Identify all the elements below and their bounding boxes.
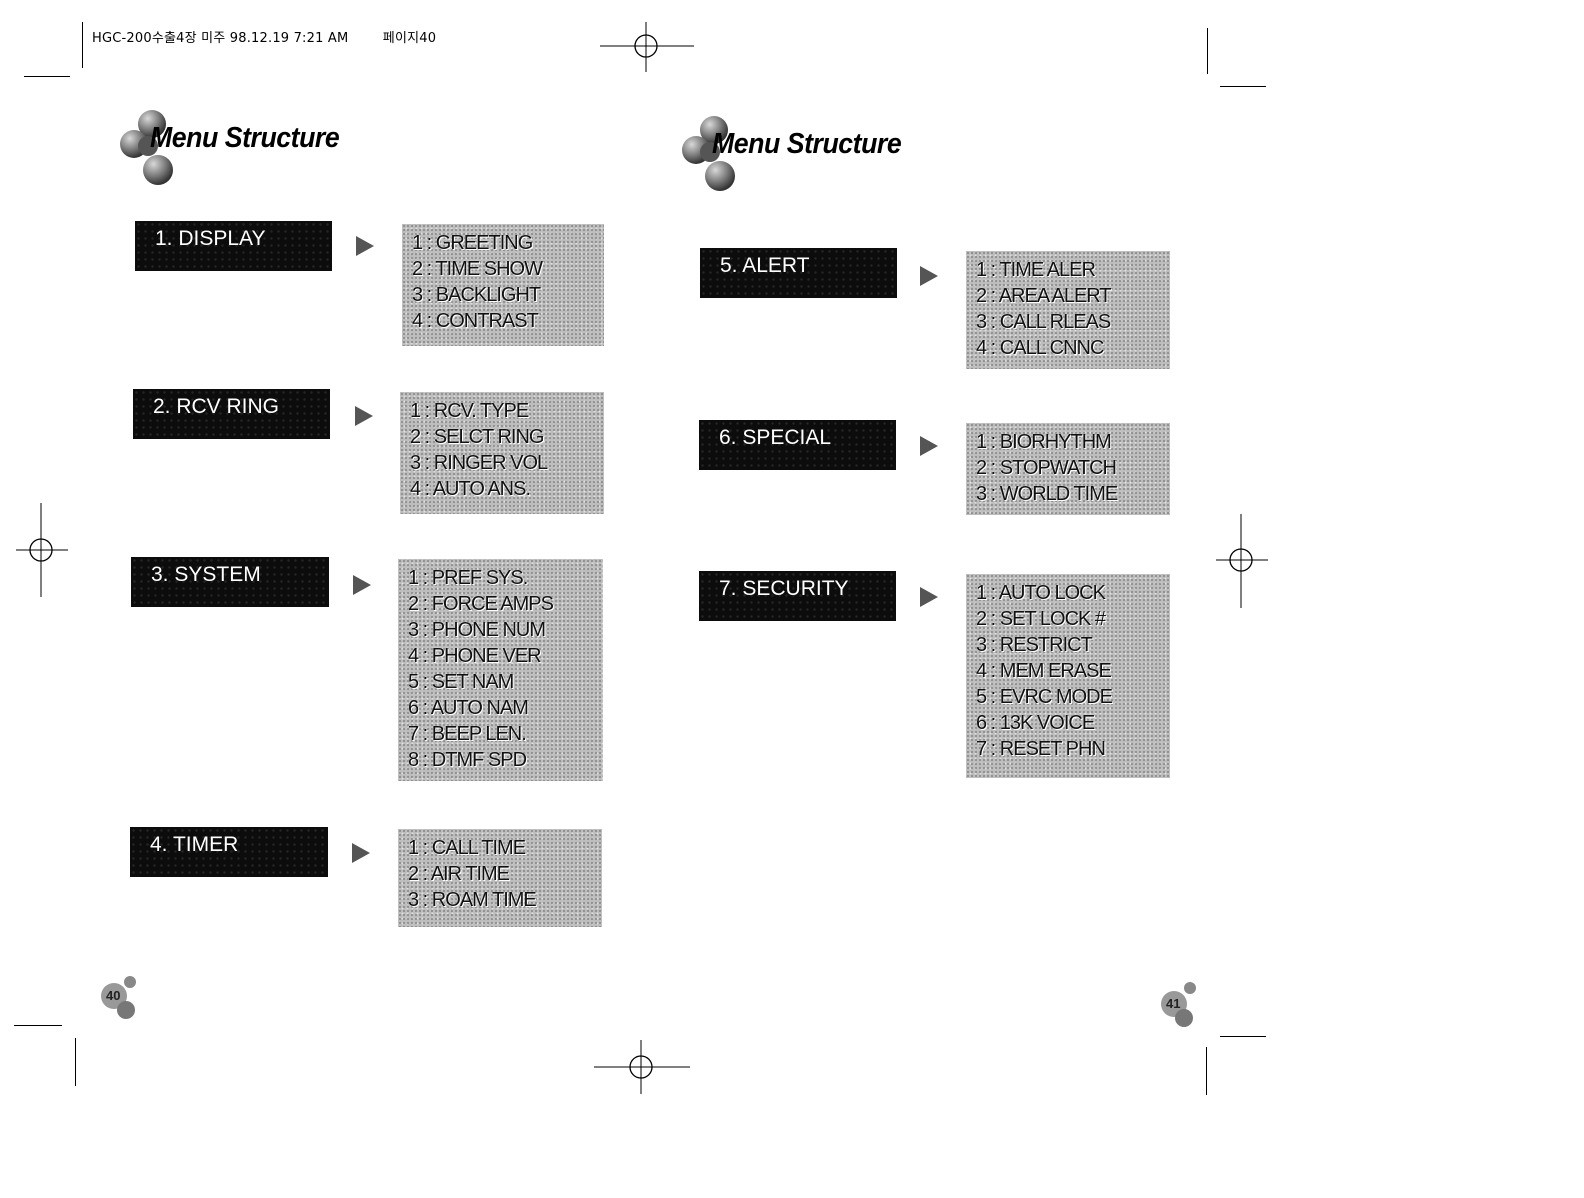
play-arrow-icon: [353, 575, 371, 595]
submenu-item: 1 : AUTO LOCK: [976, 582, 1106, 604]
crop-mark: [24, 76, 70, 77]
play-arrow-icon: [355, 406, 373, 426]
crop-mark: [1220, 1036, 1266, 1037]
submenu-item: 1 : PREF SYS.: [408, 567, 528, 589]
submenu-item: 1 : BIORHYTHM: [976, 431, 1112, 453]
clover-ornament-icon: [120, 110, 173, 185]
submenu-item: 3 : RESTRICT: [976, 634, 1093, 656]
page-number-right-text: 41: [1166, 996, 1181, 1011]
submenu-item: 7 : BEEP LEN.: [408, 723, 527, 745]
submenu-box-special: 1 : BIORHYTHM 2 : STOPWATCH 3 : WORLD TI…: [966, 423, 1170, 515]
submenu-item: 4 : MEM ERASE: [976, 660, 1112, 682]
menu-box-rcv-ring: 2. RCV RING: [133, 389, 330, 439]
submenu-item: 2 : AIR TIME: [408, 863, 510, 885]
clover-ornament-icon: [101, 976, 136, 1019]
submenu-box-security: 1 : AUTO LOCK 2 : SET LOCK # 3 : RESTRIC…: [966, 574, 1170, 778]
registration-crosshair-icon: [1216, 514, 1268, 608]
play-arrow-icon: [352, 843, 370, 863]
submenu-box-rcv-ring: 1 : RCV. TYPE 2 : SELCT RING 3 : RINGER …: [400, 392, 604, 514]
submenu-item: 4 : CALL CNNC: [976, 337, 1104, 359]
play-arrow-icon: [920, 266, 938, 286]
submenu-item: 2 : SET LOCK #: [976, 608, 1106, 630]
print-file-info: HGC-200수출4장 미주 98.12.19 7:21 AM: [92, 31, 349, 46]
submenu-item: 1 : TIME ALER: [976, 259, 1096, 281]
submenu-item: 1 : RCV. TYPE: [410, 400, 529, 422]
page-number-left-text: 40: [106, 988, 121, 1003]
submenu-item: 2 : TIME SHOW: [412, 258, 543, 280]
submenu-item: 3 : RINGER VOL: [410, 452, 548, 474]
menu-box-security: 7. SECURITY: [699, 571, 896, 621]
print-header: HGC-200수출4장 미주 98.12.19 7:21 AM 페이지40: [92, 27, 436, 46]
submenu-item: 5 : SET NAM: [408, 671, 514, 693]
submenu-item: 1 : GREETING: [412, 232, 533, 254]
menu-box-system: 3. SYSTEM: [131, 557, 329, 607]
submenu-item: 5 : EVRC MODE: [976, 686, 1113, 708]
submenu-item: 6 : AUTO NAM: [408, 697, 529, 719]
page-number-left: 40: [100, 972, 144, 1022]
submenu-box-display: 1 : GREETING 2 : TIME SHOW 3 : BACKLIGHT…: [402, 224, 604, 346]
submenu-item: 3 : PHONE NUM: [408, 619, 546, 641]
page-number-right: 41: [1156, 980, 1200, 1030]
submenu-item: 8 : DTMF SPD: [408, 749, 527, 771]
submenu-item: 1 : CALL TIME: [408, 837, 526, 859]
menu-box-alert: 5. ALERT: [700, 248, 897, 298]
submenu-item: 2 : STOPWATCH: [976, 457, 1117, 479]
submenu-box-alert: 1 : TIME ALER 2 : AREA ALERT 3 : CALL RL…: [966, 251, 1170, 369]
menu-box-timer: 4. TIMER: [130, 827, 328, 877]
menu-box-display: 1. DISPLAY: [135, 221, 332, 271]
submenu-item: 4 : CONTRAST: [412, 310, 539, 332]
page-title-left: Menu Structure: [150, 122, 340, 154]
crop-mark: [75, 1038, 76, 1086]
crop-mark: [1220, 86, 1266, 87]
submenu-item: 2 : SELCT RING: [410, 426, 544, 448]
clover-ornament-icon: [1161, 982, 1196, 1027]
submenu-box-system: 1 : PREF SYS. 2 : FORCE AMPS 3 : PHONE N…: [398, 559, 603, 781]
submenu-item: 4 : AUTO ANS.: [410, 478, 531, 500]
submenu-item: 3 : BACKLIGHT: [412, 284, 541, 306]
crop-mark: [82, 22, 83, 68]
submenu-item: 6 : 13K VOICE: [976, 712, 1095, 734]
crop-mark: [1207, 28, 1208, 74]
crop-mark: [14, 1025, 62, 1026]
page-title-right: Menu Structure: [712, 128, 902, 160]
registration-crosshair-icon: [600, 22, 694, 72]
play-arrow-icon: [920, 587, 938, 607]
submenu-item: 7 : RESET PHN: [976, 738, 1106, 760]
submenu-item: 3 : CALL RLEAS: [976, 311, 1111, 333]
submenu-item: 4 : PHONE VER: [408, 645, 542, 667]
submenu-item: 3 : WORLD TIME: [976, 483, 1118, 505]
menu-box-special: 6. SPECIAL: [699, 420, 896, 470]
registration-crosshair-icon: [594, 1040, 690, 1094]
submenu-box-timer: 1 : CALL TIME 2 : AIR TIME 3 : ROAM TIME: [398, 829, 602, 927]
submenu-item: 2 : AREA ALERT: [976, 285, 1112, 307]
registration-crosshair-icon: [16, 503, 68, 597]
submenu-item: 2 : FORCE AMPS: [408, 593, 554, 615]
print-page-code: 페이지40: [382, 31, 437, 46]
clover-ornament-icon: [682, 116, 735, 191]
play-arrow-icon: [920, 436, 938, 456]
submenu-item: 3 : ROAM TIME: [408, 889, 537, 911]
play-arrow-icon: [356, 236, 374, 256]
crop-mark: [1206, 1047, 1207, 1095]
